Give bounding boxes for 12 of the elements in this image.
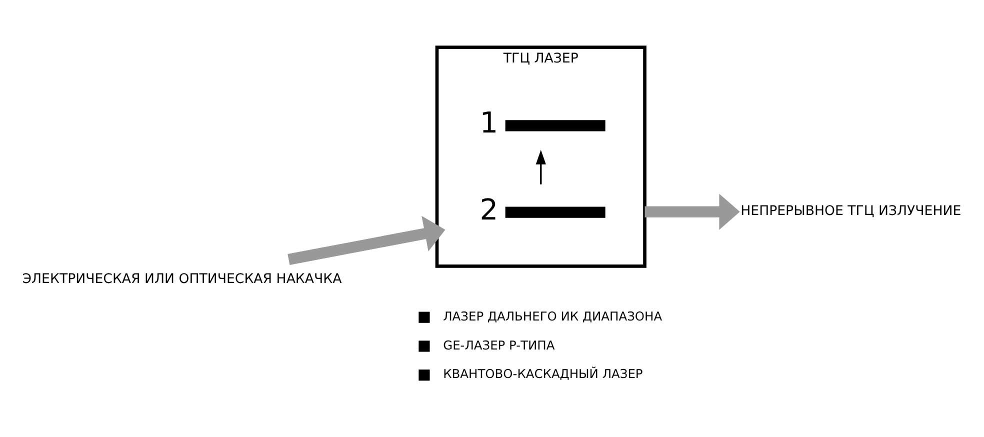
node-text: ЭЛЕКТРИЧЕСКАЯ ИЛИ ОПТИЧЕСКАЯ НАКАЧКА [22,272,342,286]
node-text: НЕПРЕРЫВНОЕ ТГЦ ИЗЛУЧЕНИЕ [740,204,962,219]
label: КВАНТОВО-КАСКАДНЫЙ ЛАЗЕР [443,366,643,381]
label: GE-ЛАЗЕР P-ТИПА [443,338,555,352]
arrow [536,149,546,184]
arrow [644,193,740,230]
node-box [505,206,606,218]
node-label: 2 [480,192,498,226]
node-label: 1 [480,105,498,140]
node-box [505,120,606,131]
arrow [288,215,446,264]
label: ЛАЗЕР ДАЛЬНЕГО ИК ДИАПАЗОНА [443,308,662,323]
